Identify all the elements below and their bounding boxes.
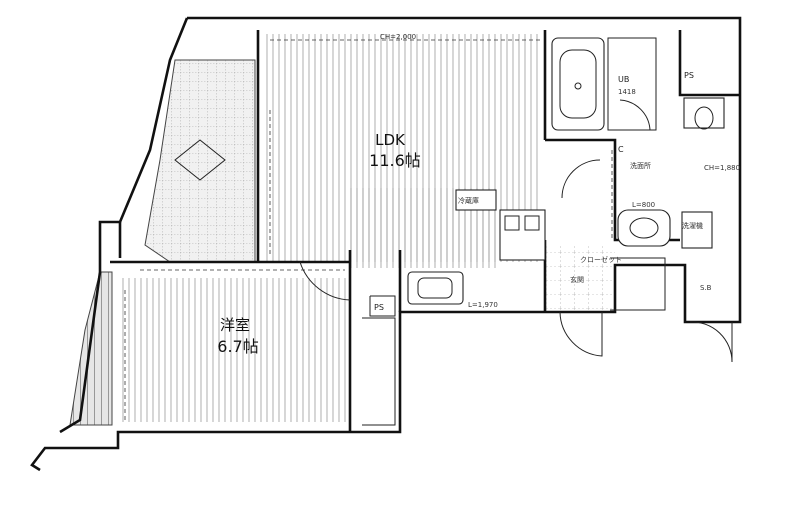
genkan-label: 玄関 xyxy=(570,275,584,284)
ps-top-label: PS xyxy=(684,71,694,80)
balcony-upper xyxy=(144,59,256,263)
sink xyxy=(407,271,464,305)
wall-shoebox xyxy=(610,257,666,311)
ldk-name: LDK xyxy=(375,131,406,149)
fridge-label: 冷蔵庫 xyxy=(458,196,479,205)
bathtub xyxy=(551,37,605,131)
senpuku-label: 洗濯機 xyxy=(682,221,703,230)
ps-mid-label: PS xyxy=(374,303,384,312)
ch-bath-label: CH=1,880 xyxy=(704,164,740,172)
ub-label: UB xyxy=(618,75,629,84)
fridge-space xyxy=(455,189,497,211)
outer-wall xyxy=(30,16,742,472)
outer-wall-west xyxy=(59,17,189,434)
western-size: 6.7帖 xyxy=(217,337,258,356)
western-name: 洋室 xyxy=(220,316,250,334)
door-ldk xyxy=(299,261,351,301)
door-entrance xyxy=(559,311,603,357)
balcony-lower xyxy=(69,271,113,426)
wall-ps-box xyxy=(369,295,396,317)
wall-closet xyxy=(362,317,396,426)
ch-top-label: CH=2,000 xyxy=(380,33,416,41)
kitchen-counter xyxy=(499,209,546,261)
door-shoe xyxy=(689,321,733,363)
ub-size-label: 1418 xyxy=(618,88,636,96)
c-label: C xyxy=(618,145,624,154)
l800-label: L=800 xyxy=(632,201,655,209)
l1970-label: L=1,970 xyxy=(468,301,498,309)
closet-label: クローゼット xyxy=(580,255,622,264)
wall-ub-right xyxy=(678,30,740,97)
ldk-size: 11.6帖 xyxy=(369,151,421,170)
western-floor xyxy=(118,278,350,422)
entrance-floor xyxy=(545,245,615,310)
door-wash xyxy=(561,159,601,199)
door-bath xyxy=(619,99,651,131)
wash-basin xyxy=(617,209,671,247)
washing-machine xyxy=(681,211,713,249)
washroom-label: 洗面所 xyxy=(630,161,651,170)
toilet-tank xyxy=(683,97,725,129)
sb-label: S.B xyxy=(700,284,712,292)
